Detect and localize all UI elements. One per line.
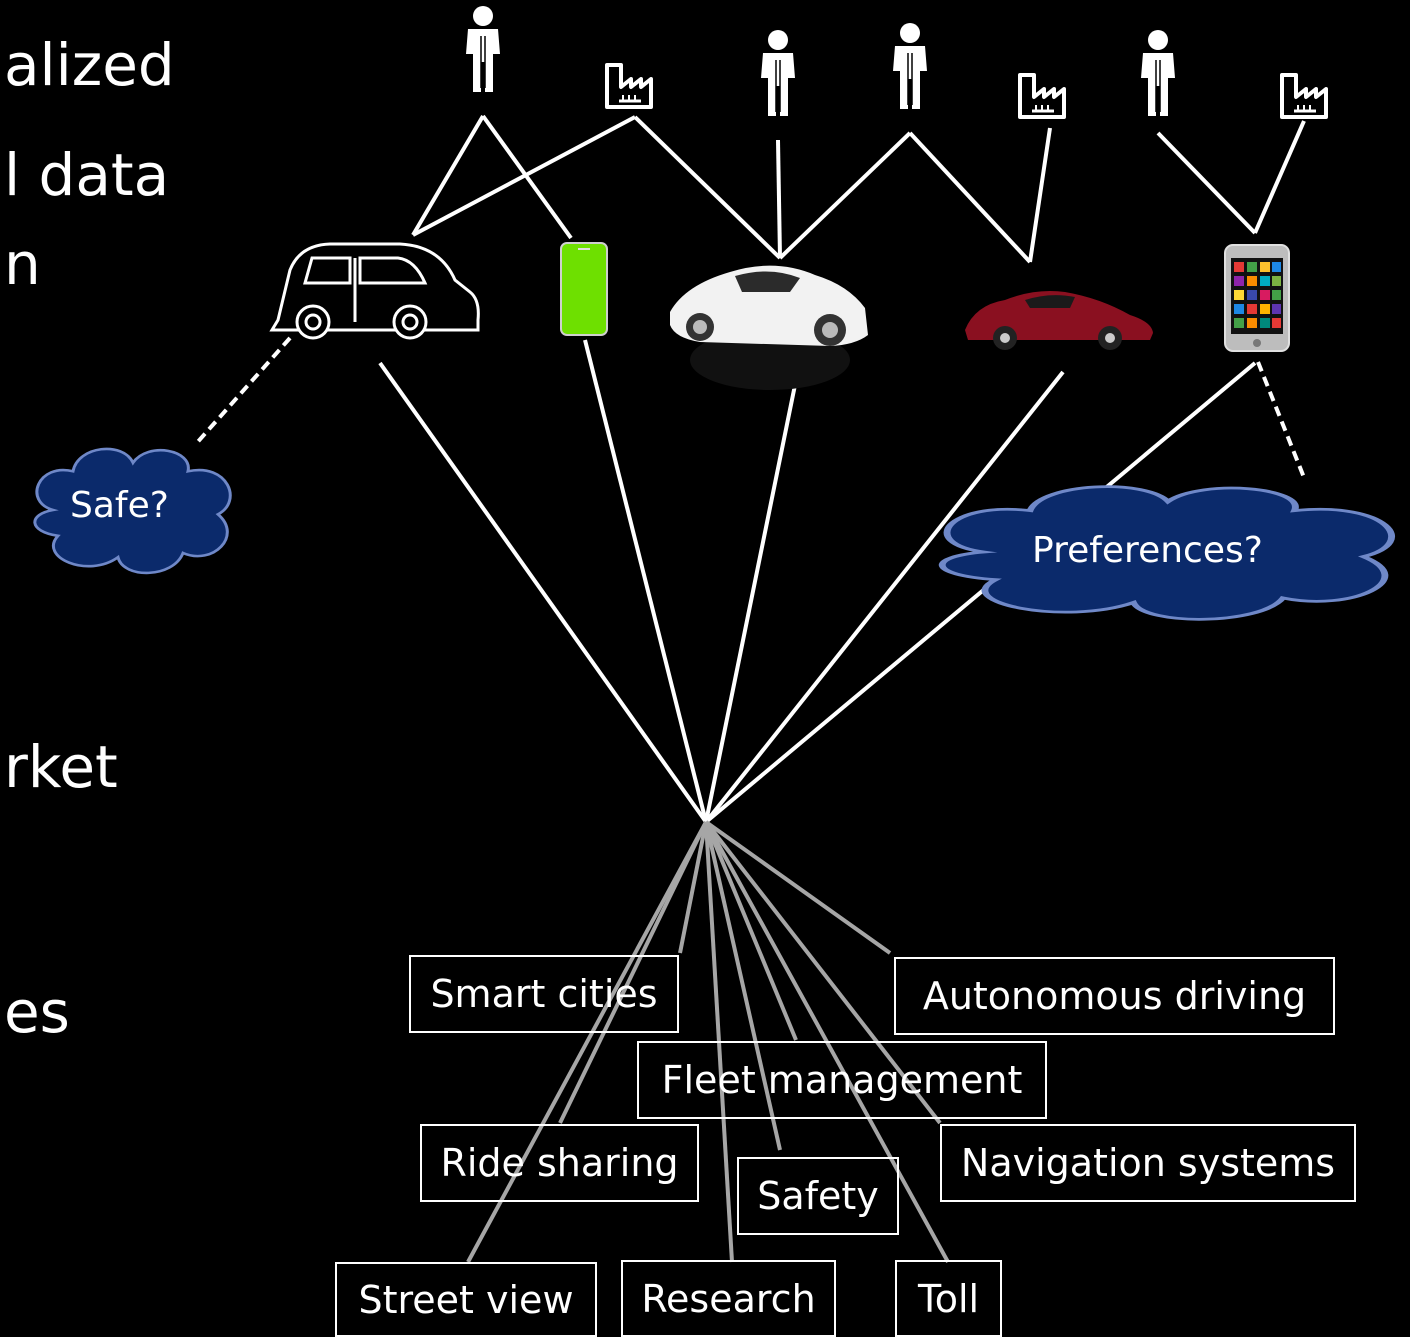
white-car-icon — [670, 265, 868, 390]
uncertain-inference-lines — [193, 336, 1307, 481]
application-label: Autonomous driving — [922, 974, 1307, 1018]
application-label: Smart cities — [430, 972, 658, 1016]
factory-icon — [605, 63, 653, 109]
phone-icon — [560, 242, 608, 336]
person-icon — [1140, 29, 1176, 117]
slide-text-fragment-5: es — [4, 978, 70, 1046]
application-safety: Safety — [737, 1157, 899, 1235]
factory-icon — [1018, 73, 1066, 119]
slide-text-fragment-1: alized — [4, 31, 175, 99]
preferences-label: Preferences? — [1032, 530, 1263, 571]
application-fleet-management: Fleet management — [637, 1041, 1047, 1119]
car-outline-icon — [269, 242, 480, 340]
slide-text-fragment-2: l data — [4, 141, 170, 209]
application-autonomous-driving: Autonomous driving — [894, 957, 1335, 1035]
slide-text-fragment-3: n — [4, 230, 41, 298]
owner-connection-lines — [411, 114, 1306, 264]
person-icon — [892, 22, 928, 110]
person-icon — [760, 29, 796, 117]
slide-text-fragment-4: rket — [4, 733, 118, 801]
application-label: Safety — [757, 1174, 879, 1218]
application-ride-sharing: Ride sharing — [420, 1124, 699, 1202]
application-label: Toll — [917, 1276, 980, 1321]
hub-to-application-lines — [466, 820, 950, 1263]
application-label: Street view — [358, 1277, 574, 1322]
safe-label: Safe? — [70, 485, 169, 526]
application-street-view: Street view — [335, 1262, 597, 1337]
device-to-hub-lines — [378, 339, 1257, 824]
application-label: Fleet management — [661, 1058, 1023, 1102]
application-label: Ride sharing — [440, 1141, 679, 1185]
application-research: Research — [621, 1260, 836, 1337]
smartphone-apps-icon — [1224, 244, 1290, 352]
application-label: Research — [641, 1276, 816, 1321]
person-icon — [465, 5, 501, 93]
application-smart-cities: Smart cities — [409, 955, 679, 1033]
red-classic-car-icon — [965, 291, 1153, 350]
application-label: Navigation systems — [960, 1141, 1336, 1185]
application-toll: Toll — [895, 1260, 1002, 1337]
application-navigation-systems: Navigation systems — [940, 1124, 1356, 1202]
factory-icon — [1280, 73, 1328, 119]
